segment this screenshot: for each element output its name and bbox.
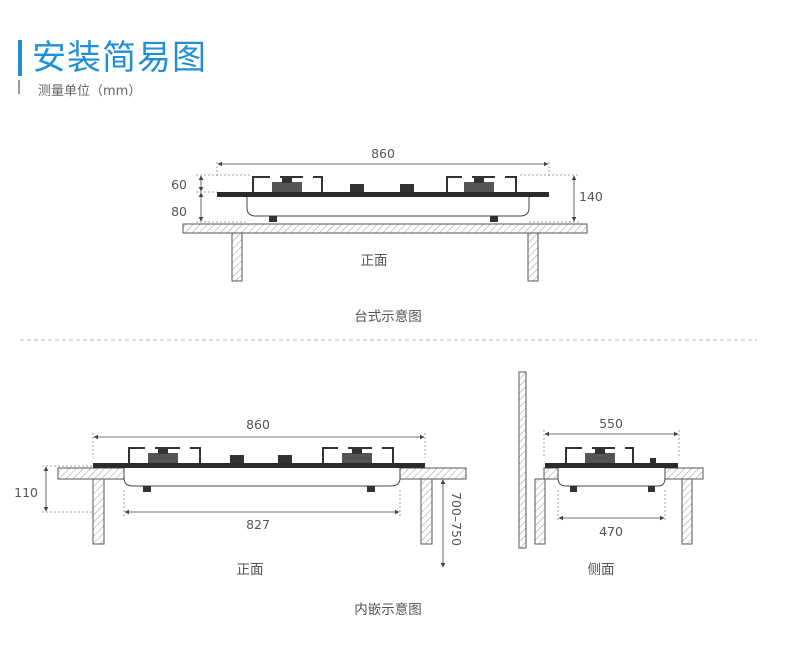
title-accent-bar xyxy=(18,40,22,76)
dim-builtin-width: 860 xyxy=(246,417,270,432)
counter-leg-right xyxy=(527,232,539,282)
counter-slab xyxy=(182,223,588,234)
builtin-side-diagram: 550 470 侧面 xyxy=(518,371,704,578)
builtin-front-diagram: 860 827 110 700–750 正面 xyxy=(14,417,467,578)
builtin-caption: 内嵌示意图 xyxy=(354,601,422,618)
dim-counter-height: 700–750 xyxy=(449,492,464,546)
dim-countertop-width: 860 xyxy=(371,146,395,161)
page-subtitle: 测量单位（mm） xyxy=(38,84,142,99)
builtin-side-label: 侧面 xyxy=(588,562,615,578)
subtitle-accent-bar xyxy=(18,80,20,94)
hob-builtin-front xyxy=(93,447,425,492)
dim-cutout-width: 827 xyxy=(246,517,270,532)
side-cabinet-left xyxy=(534,478,546,545)
dim-glass-height: 60 xyxy=(171,177,187,192)
dim-side-cutout: 470 xyxy=(599,524,623,539)
side-slab-right xyxy=(664,467,704,480)
dim-side-width: 550 xyxy=(599,416,623,431)
page-title: 安装简易图 xyxy=(32,38,207,78)
dim-body-height: 80 xyxy=(171,204,187,219)
builtin-slab-left xyxy=(57,467,125,480)
hob-builtin-side xyxy=(545,447,678,492)
builtin-cabinet-left xyxy=(92,478,105,545)
builtin-cabinet-right xyxy=(420,478,433,545)
side-wall xyxy=(518,371,527,549)
builtin-slab-right xyxy=(399,467,467,480)
countertop-diagram: 860 60 80 140 正面 台式示意图 xyxy=(171,146,603,325)
dim-total-height: 140 xyxy=(579,189,603,204)
countertop-front-label: 正面 xyxy=(361,253,388,269)
side-slab-left xyxy=(543,467,559,480)
dim-builtin-depth: 110 xyxy=(14,485,38,500)
countertop-caption: 台式示意图 xyxy=(354,308,422,325)
counter-leg-left xyxy=(231,232,243,282)
hob-countertop xyxy=(217,176,549,222)
side-cabinet-right xyxy=(681,478,693,545)
builtin-front-label: 正面 xyxy=(237,562,264,578)
